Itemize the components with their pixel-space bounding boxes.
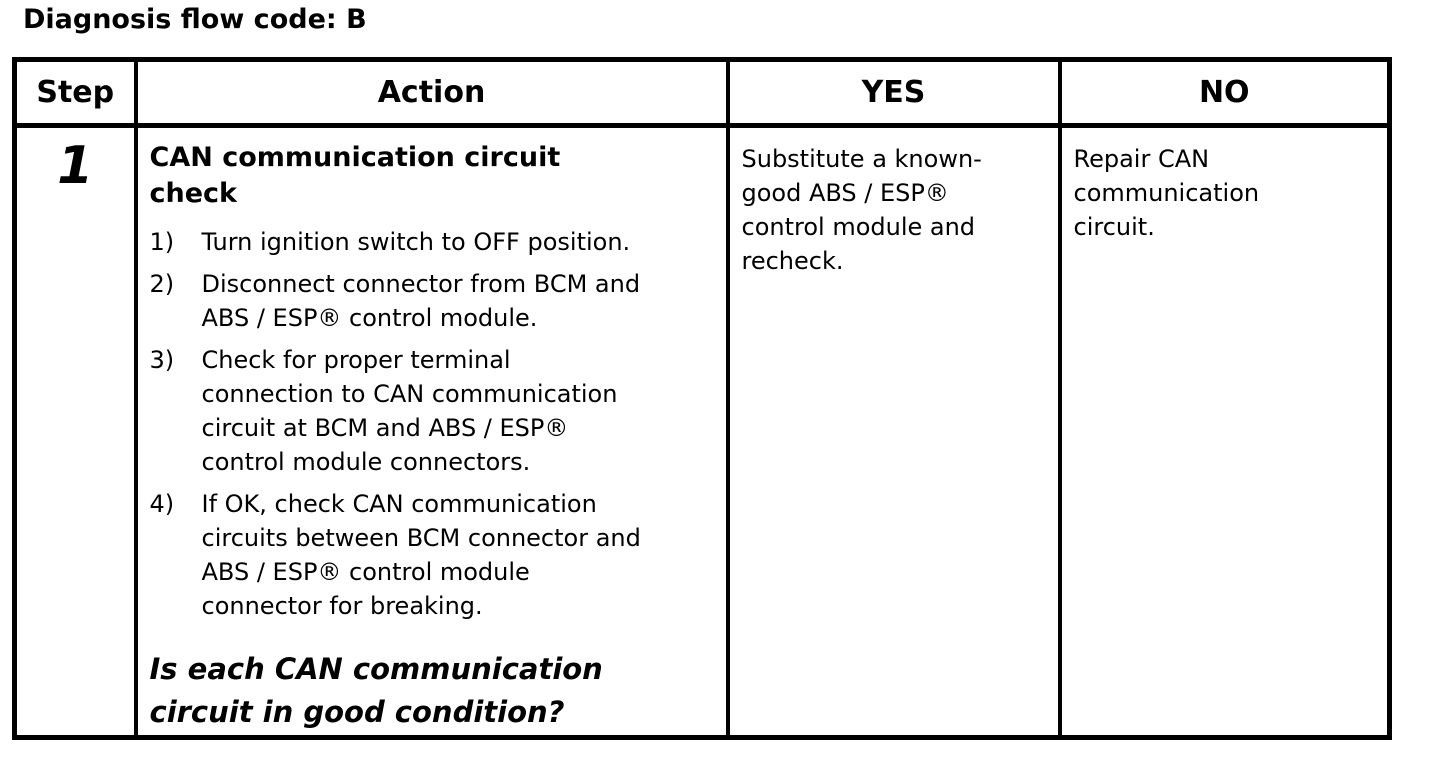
table-header-action: Action bbox=[133, 57, 730, 128]
yes-instruction-text: Substitute a known- good ABS / ESP® cont… bbox=[741, 145, 982, 275]
item-text: Turn ignition switch to OFF position. bbox=[201, 228, 631, 256]
table-header-row: Step Action YES NO bbox=[12, 57, 1392, 128]
action-question: Is each CAN communication circuit in goo… bbox=[149, 652, 603, 729]
table-header-no: NO bbox=[1057, 57, 1392, 128]
item-text: Check for proper terminal connection to … bbox=[201, 346, 618, 476]
item-marker: 1) bbox=[149, 228, 175, 256]
item-marker: 2) bbox=[149, 270, 175, 298]
action-heading: CAN communication circuit check bbox=[149, 142, 561, 209]
item-text: If OK, check CAN communication circuits … bbox=[201, 490, 641, 620]
yes-cell: Substitute a known- good ABS / ESP® cont… bbox=[725, 123, 1062, 740]
item-text: Disconnect connector from BCM and ABS / … bbox=[201, 270, 641, 332]
action-step-list: 1) Turn ignition switch to OFF position.… bbox=[150, 225, 714, 623]
no-cell: Repair CAN communication circuit. bbox=[1057, 123, 1392, 740]
action-step-item: 4) If OK, check CAN communication circui… bbox=[150, 487, 714, 623]
page-title: Diagnosis flow code: B bbox=[23, 4, 367, 35]
table-header-step: Step bbox=[12, 57, 138, 128]
no-instruction-text: Repair CAN communication circuit. bbox=[1073, 145, 1260, 241]
item-marker: 3) bbox=[149, 346, 175, 374]
action-step-item: 2) Disconnect connector from BCM and ABS… bbox=[150, 267, 714, 335]
diagnosis-flow-table: Step Action YES NO 1 CAN communication c… bbox=[12, 57, 1392, 740]
action-step-item: 1) Turn ignition switch to OFF position. bbox=[150, 225, 714, 259]
action-step-item: 3) Check for proper terminal connection … bbox=[150, 343, 714, 479]
step-cell: 1 bbox=[12, 123, 138, 740]
action-cell: CAN communication circuit check 1) Turn … bbox=[133, 123, 730, 740]
table-row: 1 CAN communication circuit check 1) Tur… bbox=[12, 123, 1392, 740]
table-header-yes: YES bbox=[725, 57, 1062, 128]
step-number: 1 bbox=[57, 136, 94, 196]
item-marker: 4) bbox=[149, 490, 175, 518]
